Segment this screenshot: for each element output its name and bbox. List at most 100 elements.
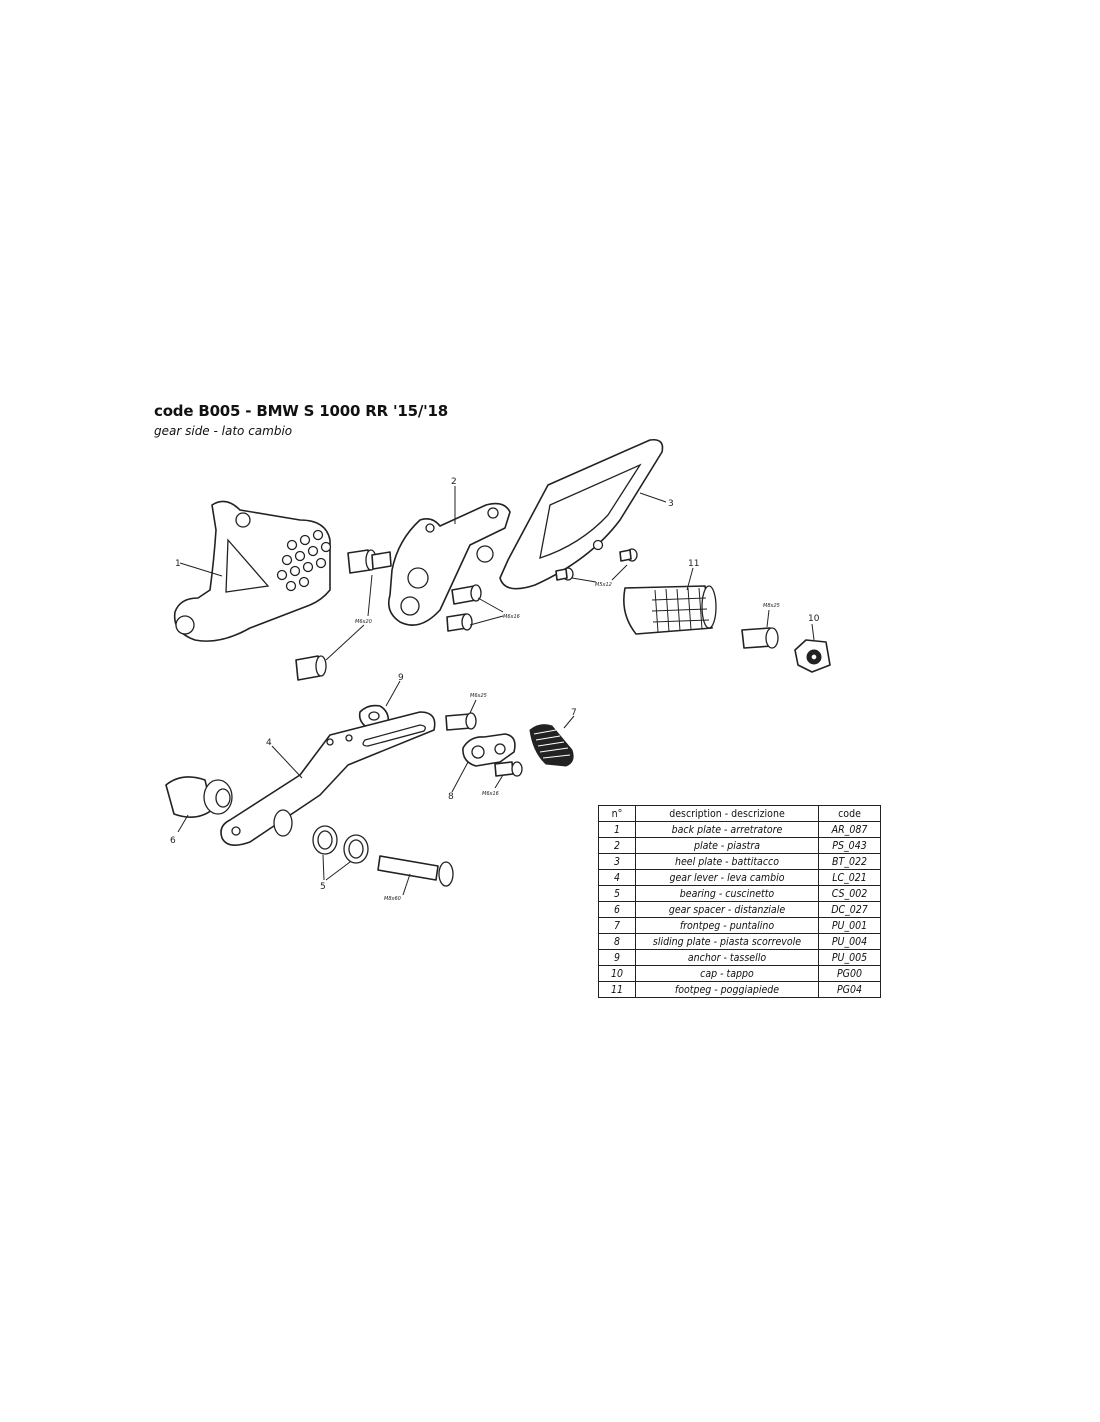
leader-m6x16-b [469, 615, 504, 626]
leader-line-8 [451, 761, 469, 793]
cell-number: 10 [598, 965, 636, 982]
table-header-row: n° description - descrizione code [598, 805, 881, 822]
leader-line-6 [177, 814, 189, 833]
leader-line-5-b [325, 861, 351, 881]
cell-code: PG00 [818, 965, 881, 982]
leader-m6x20-a [367, 574, 373, 617]
leader-m8x60 [402, 873, 411, 896]
screw-heel-b [555, 567, 574, 581]
screw-sliding-b [494, 761, 523, 777]
cell-number: 8 [598, 933, 636, 950]
screw-footpeg [741, 627, 779, 649]
cell-code: CS_002 [818, 885, 881, 902]
label-m5x12: M5x12 [595, 582, 612, 588]
col-header-number: n° [598, 805, 636, 822]
cell-description: back plate - arretratore [635, 821, 819, 838]
cell-code: DC_027 [818, 901, 881, 918]
cell-description: gear spacer - distanziale [635, 901, 819, 918]
cell-number: 3 [598, 853, 636, 870]
screw-upper-b [295, 655, 327, 681]
cell-code: PU_004 [818, 933, 881, 950]
leader-m5x12-a [611, 564, 628, 581]
leader-m8x25-a [766, 609, 770, 628]
leader-line-11 [686, 567, 694, 591]
cell-code: LC_021 [818, 869, 881, 886]
cell-description: sliding plate - piasta scorrevole [635, 933, 819, 950]
col-header-description: description - descrizione [635, 805, 819, 822]
cell-description: heel plate - battitacco [635, 853, 819, 870]
leader-line-7 [563, 715, 575, 729]
cell-description: cap - tappo [635, 965, 819, 982]
screw-sliding-a [445, 712, 477, 731]
part-back-plate [173, 500, 332, 642]
label-part-3: 3 [668, 499, 674, 509]
diagram-title: code B005 - BMW S 1000 RR '15/'18 [154, 402, 449, 420]
label-part-1: 1 [175, 559, 181, 569]
label-part-7: 7 [571, 708, 577, 718]
leader-m6x20-b [325, 624, 365, 661]
part-plate [387, 502, 511, 626]
cell-code: BT_022 [818, 853, 881, 870]
label-part-9: 9 [398, 673, 404, 683]
leader-line-10 [811, 623, 815, 641]
cell-description: gear lever - leva cambio [635, 869, 819, 886]
cell-number: 2 [598, 837, 636, 854]
label-part-2: 2 [451, 477, 457, 487]
part-frontpeg [529, 724, 574, 767]
label-part-4: 4 [266, 738, 272, 748]
label-part-8: 8 [448, 792, 454, 802]
label-m6x20: M6x20 [355, 619, 372, 625]
label-m6x16-b: M6x16 [482, 791, 499, 797]
screw-upper-a [347, 549, 392, 574]
leader-line-4 [271, 745, 303, 779]
leader-line-3 [639, 492, 667, 503]
cell-number: 4 [598, 869, 636, 886]
cell-code: PS_043 [818, 837, 881, 854]
leader-m6x25 [469, 699, 477, 714]
label-part-10: 10 [808, 614, 820, 624]
leader-line-9 [385, 680, 401, 707]
part-heel-plate [499, 438, 664, 590]
label-m8x60: M8x60 [384, 896, 401, 902]
leader-line-5-a [322, 854, 325, 881]
leader-m5x12-b [571, 577, 597, 583]
label-m8x25-a: M8x25 [763, 603, 780, 609]
cell-number: 6 [598, 901, 636, 918]
part-footpeg [623, 585, 717, 635]
cell-description: frontpeg - puntalino [635, 917, 819, 934]
part-cap [794, 639, 831, 673]
cell-number: 9 [598, 949, 636, 966]
cell-description: plate - piastra [635, 837, 819, 854]
label-m6x25: M6x25 [470, 693, 487, 699]
screw-lever-pivot [377, 855, 454, 887]
cell-number: 5 [598, 885, 636, 902]
cell-description: bearing - cuscinetto [635, 885, 819, 902]
cell-number: 11 [598, 981, 636, 998]
part-gear-lever [220, 711, 436, 846]
cell-description: footpeg - poggiapiede [635, 981, 819, 998]
screw-plate-a [451, 584, 482, 605]
label-part-11: 11 [688, 559, 699, 569]
cell-code: PU_001 [818, 917, 881, 934]
label-part-5: 5 [320, 882, 326, 892]
diagram-subtitle: gear side - lato cambio [154, 424, 293, 438]
part-bearing-b [343, 834, 369, 864]
screw-heel-a [619, 548, 638, 562]
label-m6x16: M6x16 [503, 614, 520, 620]
cell-number: 7 [598, 917, 636, 934]
label-part-6: 6 [170, 836, 176, 846]
leader-m6x16-a [477, 597, 504, 613]
